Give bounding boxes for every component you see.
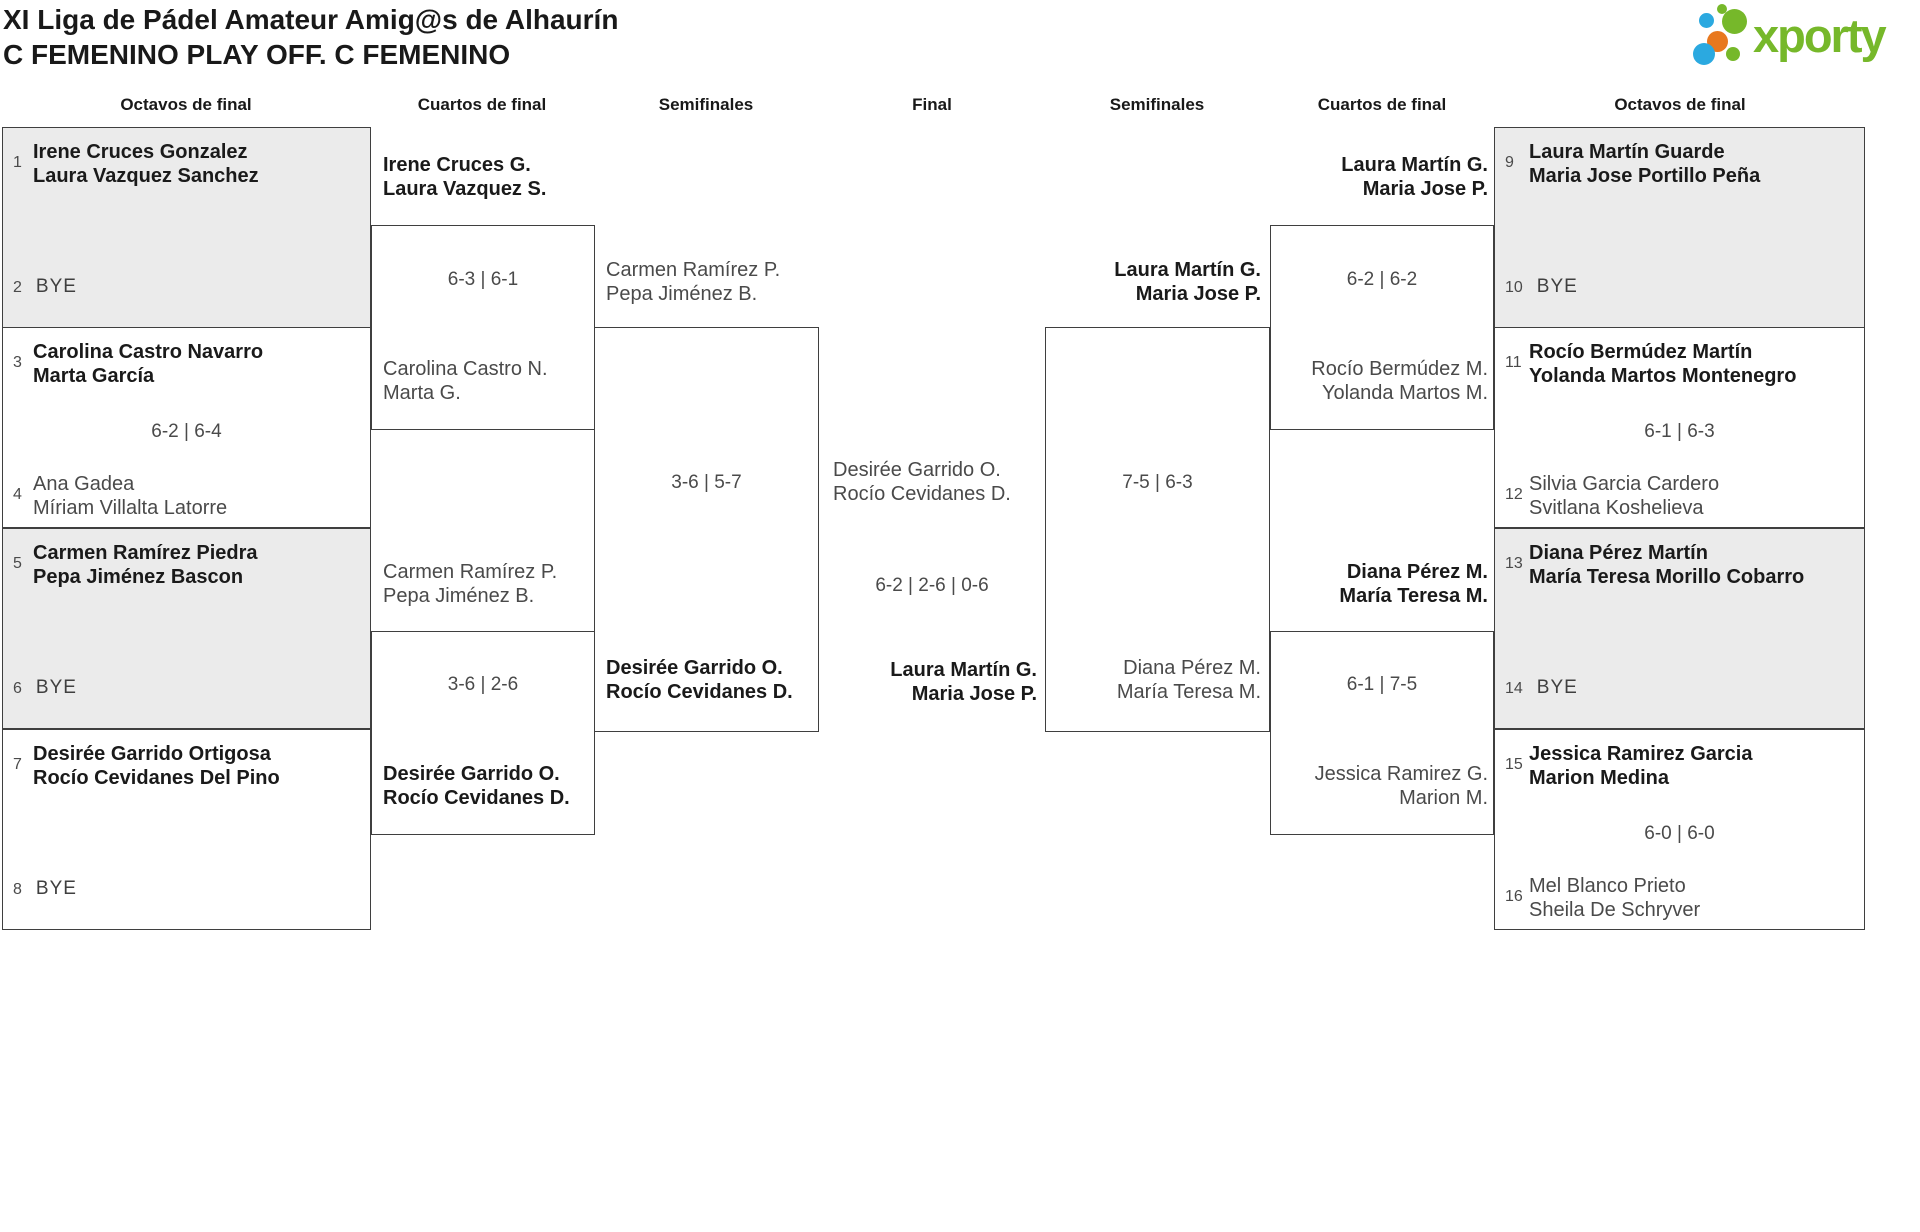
round-header-cuartos-right: Cuartos de final: [1317, 95, 1447, 114]
seed-number: 14: [1505, 680, 1523, 697]
seed-number: 7: [13, 756, 22, 773]
seed-number: 10: [1505, 279, 1523, 296]
team-name: Rocío Bermúdez Martín Yolanda Martos Mon…: [1529, 341, 1797, 387]
team-name: Diana Pérez M. María Teresa M.: [1339, 561, 1488, 607]
logo-dot-icon: [1722, 9, 1747, 34]
bye-row: 14 BYE: [1505, 677, 1578, 699]
seed-number: 2: [13, 279, 22, 296]
r16-left-box-4: 7 Desirée Garrido Ortigosa Rocío Cevidan…: [2, 729, 371, 930]
team-name: Ana Gadea Míriam Villalta Latorre: [33, 473, 228, 519]
seed-number: 15: [1505, 756, 1523, 773]
team-name: Carmen Ramírez Piedra Pepa Jiménez Basco…: [33, 542, 258, 588]
bye-row: 2 BYE: [13, 276, 77, 298]
qf-left-top-box: [371, 225, 595, 430]
qf-left-bottom-box: [371, 631, 595, 835]
bye-label: BYE: [1536, 276, 1578, 297]
team-name: Jessica Ramirez Garcia Marion Medina: [1529, 743, 1753, 789]
team-name: Laura Martín Guarde Maria Jose Portillo …: [1529, 141, 1761, 187]
bye-row: 6 BYE: [13, 677, 77, 699]
team-name: Desirée Garrido O. Rocío Cevidanes D.: [383, 763, 570, 809]
bye-label: BYE: [35, 878, 77, 899]
qf-right-bottom-box: [1270, 631, 1494, 835]
round-header-semis-right: Semifinales: [1109, 95, 1205, 114]
seed-number: 12: [1505, 486, 1523, 503]
team-name: Carmen Ramírez P. Pepa Jiménez B.: [383, 561, 558, 607]
bye-row: 10 BYE: [1505, 276, 1578, 298]
r16-left-box-2: 3 Carolina Castro Navarro Marta García 6…: [2, 327, 371, 528]
bye-label: BYE: [35, 677, 77, 698]
match-score: 6-3 | 6-1: [447, 269, 519, 290]
team-name: Diana Pérez M. María Teresa M.: [1116, 657, 1261, 703]
team-name: Desirée Garrido Ortigosa Rocío Cevidanes…: [33, 743, 280, 789]
r16-right-box-1: 9 Laura Martín Guarde Maria Jose Portill…: [1494, 127, 1865, 328]
team-name: Diana Pérez Martín María Teresa Morillo …: [1529, 542, 1805, 588]
seed-number: 9: [1505, 154, 1514, 171]
seed-number: 3: [13, 354, 22, 371]
match-score: 6-1 | 7-5: [1346, 674, 1418, 695]
match-score: 6-2 | 6-2: [1346, 269, 1418, 290]
seed-number: 16: [1505, 888, 1523, 905]
bye-label: BYE: [1536, 677, 1578, 698]
seed-number: 6: [13, 680, 22, 697]
sf-left-box: [594, 327, 819, 732]
team-name: Carolina Castro Navarro Marta García: [33, 341, 264, 387]
r16-left-box-1: 1 Irene Cruces Gonzalez Laura Vazquez Sa…: [2, 127, 371, 328]
team-name: Irene Cruces Gonzalez Laura Vazquez Sanc…: [33, 141, 259, 187]
logo-dot-icon: [1717, 4, 1727, 14]
match-score: 6-1 | 6-3: [1644, 421, 1715, 442]
match-score: 3-6 | 2-6: [447, 674, 519, 695]
logo-dot-icon: [1726, 47, 1740, 61]
round-header-octavos-right: Octavos de final: [1614, 95, 1746, 114]
seed-number: 13: [1505, 555, 1523, 572]
seed-number: 11: [1505, 354, 1522, 371]
team-name: Silvia Garcia Cardero Svitlana Kosheliev…: [1529, 473, 1720, 519]
logo-dot-icon: [1699, 13, 1714, 28]
team-name: Irene Cruces G. Laura Vazquez S.: [383, 154, 547, 200]
team-name: Laura Martín G. Maria Jose P.: [1341, 154, 1488, 200]
match-score: 3-6 | 5-7: [671, 472, 742, 493]
match-score: 6-2 | 6-4: [151, 421, 222, 442]
logo-dot-icon: [1693, 43, 1715, 65]
team-name: Desirée Garrido O. Rocío Cevidanes D.: [606, 657, 793, 703]
team-name: Carmen Ramírez P. Pepa Jiménez B.: [606, 259, 781, 305]
xporty-logo[interactable]: xporty: [1690, 0, 1918, 78]
r16-right-box-3: 13 Diana Pérez Martín María Teresa Moril…: [1494, 528, 1865, 729]
bye-row: 8 BYE: [13, 878, 77, 900]
r16-right-box-4: 15 Jessica Ramirez Garcia Marion Medina …: [1494, 729, 1865, 930]
bye-label: BYE: [35, 276, 77, 297]
round-header-final: Final: [912, 95, 952, 114]
team-name: Carolina Castro N. Marta G.: [383, 358, 548, 404]
round-header-octavos-left: Octavos de final: [120, 95, 252, 114]
team-name: Laura Martín G. Maria Jose P.: [890, 659, 1037, 705]
team-name: Desirée Garrido O. Rocío Cevidanes D.: [833, 459, 1011, 505]
team-name: Jessica Ramirez G. Marion M.: [1314, 763, 1488, 809]
seed-number: 8: [13, 881, 22, 898]
round-header-semis-left: Semifinales: [658, 95, 754, 114]
r16-right-box-2: 11 Rocío Bermúdez Martín Yolanda Martos …: [1494, 327, 1865, 528]
team-name: Mel Blanco Prieto Sheila De Schryver: [1529, 875, 1701, 921]
round-header-cuartos-left: Cuartos de final: [417, 95, 547, 114]
seed-number: 4: [13, 486, 22, 503]
qf-right-top-box: [1270, 225, 1494, 430]
match-score: 7-5 | 6-3: [1122, 472, 1193, 493]
seed-number: 5: [13, 555, 22, 572]
team-name: Rocío Bermúdez M. Yolanda Martos M.: [1311, 358, 1488, 404]
match-score: 6-0 | 6-0: [1644, 823, 1715, 844]
match-score: 6-2 | 2-6 | 0-6: [875, 575, 989, 596]
team-name: Laura Martín G. Maria Jose P.: [1114, 259, 1261, 305]
r16-left-box-3: 5 Carmen Ramírez Piedra Pepa Jiménez Bas…: [2, 528, 371, 729]
logo-wordmark: xporty: [1753, 9, 1887, 62]
page-title-line1: XI Liga de Pádel Amateur Amig@s de Alhau…: [3, 4, 619, 35]
seed-number: 1: [13, 154, 22, 171]
page-title: XI Liga de Pádel Amateur Amig@s de Alhau…: [3, 2, 618, 72]
page-title-line2: C FEMENINO PLAY OFF. C FEMENINO: [3, 39, 511, 70]
sf-right-box: [1045, 327, 1270, 732]
